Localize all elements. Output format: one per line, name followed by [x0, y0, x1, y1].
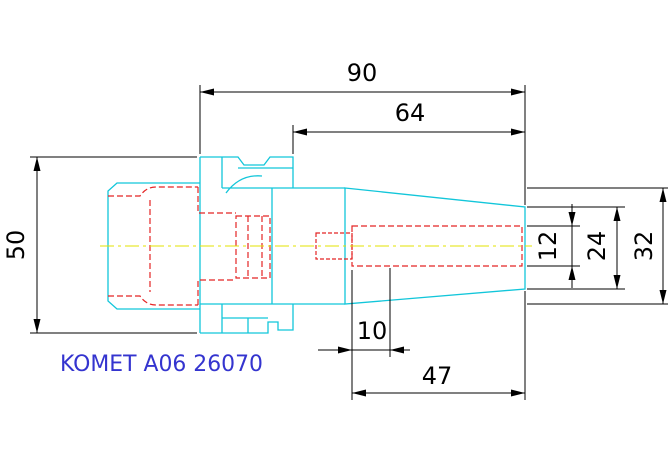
dimension-text: 10: [357, 317, 388, 345]
arrow-head: [511, 389, 525, 397]
arrow-head: [293, 128, 307, 136]
arrow-head: [659, 290, 667, 304]
dimension-right-inner: 12: [527, 204, 580, 288]
arrow-head: [568, 266, 576, 280]
screw-detail-hidden: [247, 216, 263, 278]
arrow-head: [659, 188, 667, 202]
arrow-head: [352, 389, 366, 397]
dimension-text: 12: [534, 231, 562, 262]
dimension-top-inner: 64: [292, 99, 525, 154]
arrow-head: [390, 346, 404, 354]
dimension-text: 32: [630, 231, 658, 262]
arrow-head: [338, 346, 352, 354]
flange-detail: [200, 157, 293, 333]
screw-hidden: [235, 215, 271, 279]
hidden-lines: [108, 186, 523, 306]
neck-outline: [293, 187, 345, 305]
part-label: KOMET A06 26070: [60, 352, 263, 377]
dimension-left: 50: [2, 156, 197, 334]
dimension-right-outer: 32: [527, 187, 668, 305]
arrow-head: [613, 207, 621, 221]
part-outline: [107, 156, 526, 334]
dimension-text: 47: [422, 362, 453, 390]
dimension-text: 50: [2, 230, 30, 261]
arrow-head: [568, 212, 576, 226]
flange-outline: [199, 156, 294, 334]
dimension-right-middle: 24: [527, 206, 625, 290]
dimension-text: 64: [395, 99, 426, 127]
dimension-bottom-short: 10: [318, 268, 410, 400]
cone-outline: [344, 187, 526, 305]
dimension-text: 90: [347, 59, 378, 87]
arrow-head: [33, 157, 41, 171]
arrow-head: [511, 128, 525, 136]
arrow-head: [200, 88, 214, 96]
dimension-top-outer: 90: [199, 59, 526, 205]
dimension-bottom-long: 47: [352, 291, 526, 400]
arrow-head: [613, 275, 621, 289]
arrow-head: [33, 319, 41, 333]
dimension-text: 24: [583, 231, 611, 262]
arrow-head: [511, 88, 525, 96]
